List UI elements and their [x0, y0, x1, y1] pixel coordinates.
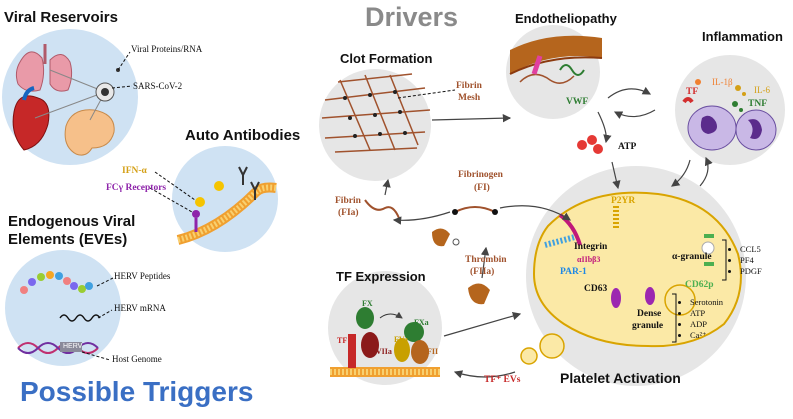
fva-label: FVa: [394, 335, 408, 344]
herv-mrna-label: HERV mRNA: [114, 303, 166, 313]
alpha-content-item: PDGF: [740, 266, 762, 277]
clot-formation-illustration: [319, 69, 431, 181]
fibrin-label-1: Fibrin: [335, 196, 361, 206]
atp-droplets: [577, 135, 603, 154]
alpha-granule-contents: CCL5 PF4 PDGF: [730, 244, 762, 277]
ifn-label: IFN-α: [122, 166, 147, 176]
evs-title-line2: Elements (EVEs): [8, 231, 128, 248]
dense-content-item: Ca²⁺: [690, 330, 723, 341]
inflammation-title: Inflammation: [702, 29, 783, 44]
atp-label: ATP: [618, 142, 637, 152]
viral-proteins-label: Viral Proteins/RNA: [131, 44, 203, 54]
viral-reservoirs-title: Viral Reservoirs: [4, 9, 118, 26]
sars-label: SARS-CoV-2: [133, 81, 183, 91]
il6-label: IL-6: [754, 85, 770, 95]
fibrin-mesh-label-1: Fibrin: [456, 81, 482, 91]
alpha-granule-label: α-granule: [672, 252, 712, 262]
eves-illustration: [5, 250, 121, 366]
thrombin-label-1: Thrombin: [465, 255, 507, 265]
integrin-sub-label: αIIbβ3: [577, 255, 601, 264]
tnf-label: TNF: [748, 99, 767, 109]
fibrin-label-2: (FIa): [338, 208, 359, 218]
herv-box-label: HERV: [63, 343, 83, 350]
par1-label: PAR-1: [560, 267, 587, 277]
drivers-title: Drivers: [365, 2, 459, 32]
cd62p-label: CD62p: [685, 280, 714, 290]
auto-antibodies-illustration: [172, 146, 278, 252]
possible-triggers-title: Possible Triggers: [20, 376, 254, 407]
ifn-leader: [154, 171, 196, 201]
clot-formation-title: Clot Formation: [340, 51, 433, 66]
integrin-label: Integrin: [574, 242, 608, 252]
il1b-label: IL-1β: [712, 77, 733, 87]
vwf-label: VWF: [566, 97, 589, 107]
viral-proteins-leader: [117, 51, 131, 71]
dense-content-item: Serotonin: [690, 297, 723, 308]
fibrinogen-label-1: Fibrinogen: [458, 170, 503, 180]
cd63-label: CD63: [584, 284, 608, 294]
fibrin-mesh-label-2: Mesh: [458, 93, 481, 103]
tf-evs-label: TF⁺ EVs: [484, 375, 521, 385]
fxa-label: FXa: [414, 318, 429, 327]
inflammation-illustration: [675, 55, 785, 165]
flow-arrows: [382, 86, 713, 379]
dense-content-item: ATP: [690, 308, 723, 319]
dense-granule-label-1: Dense: [637, 309, 662, 319]
tf-expression-illustration: [328, 271, 442, 385]
fx-label: FX: [362, 299, 373, 308]
p2yr-label: P2YR: [611, 196, 636, 206]
sars-leader: [111, 85, 133, 89]
fcg-leader: [149, 187, 193, 213]
herv-mrna-leader: [97, 309, 113, 319]
endotheliopathy-title: Endotheliopathy: [515, 11, 617, 26]
viral-reservoirs-illustration: [2, 29, 138, 165]
tf-expression-tf-label: TF: [337, 336, 348, 345]
herv-peptides-label: HERV Peptides: [114, 271, 171, 281]
fibrin-mesh-leader: [397, 89, 456, 99]
host-genome-label: Host Genome: [112, 354, 162, 364]
alpha-content-item: PF4: [740, 255, 762, 266]
fcg-label: FCγ Receptors: [106, 183, 167, 193]
dense-granule-contents: Serotonin ATP ADP Ca²⁺: [680, 297, 723, 341]
herv-peptides-leader: [96, 277, 114, 287]
dense-content-item: ADP: [690, 319, 723, 330]
dense-bracket: [672, 293, 677, 343]
auto-antibodies-title: Auto Antibodies: [185, 127, 301, 144]
tf-expression-title: TF Expression: [336, 269, 426, 284]
thrombin-label-2: (FIIa): [470, 267, 495, 277]
fviia-label: FVIIa: [371, 347, 392, 356]
fibrinogen-shapes: [364, 199, 498, 305]
fii-label: FII: [427, 347, 439, 356]
platelet-activation-illustration: [520, 166, 746, 386]
alpha-content-item: CCL5: [740, 244, 762, 255]
tf-inflammation-label: TF: [686, 87, 699, 97]
platelet-activation-title: Platelet Activation: [560, 370, 681, 386]
fibrinogen-label-2: (FI): [474, 183, 490, 193]
alpha-bracket: [722, 239, 727, 281]
evs-title-line1: Endogenous Viral: [8, 213, 136, 230]
endotheliopathy-illustration: [506, 25, 603, 119]
dense-granule-label-2: granule: [632, 321, 664, 331]
